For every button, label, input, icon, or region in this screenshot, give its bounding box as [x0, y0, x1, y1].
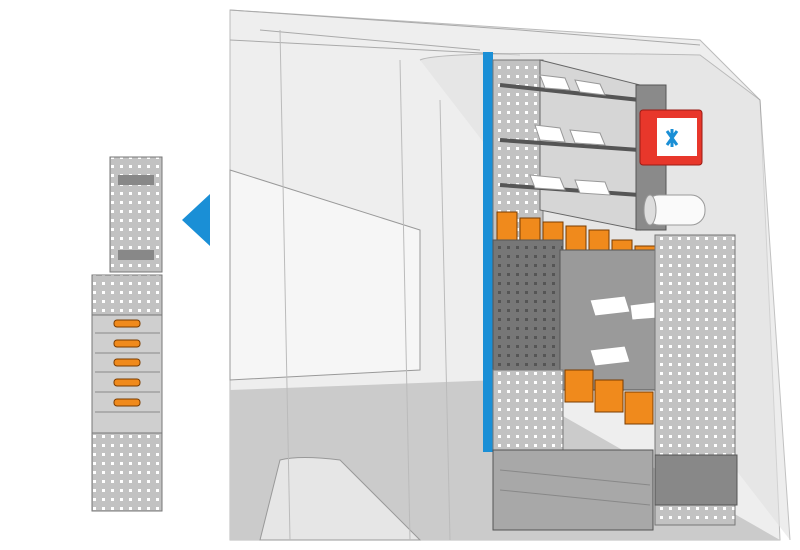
wheel-arch — [259, 457, 422, 541]
middle-dividers — [589, 295, 659, 367]
divider — [534, 124, 566, 143]
partition-highlight-bar — [483, 52, 493, 452]
shelf — [499, 183, 641, 197]
side-window — [229, 169, 421, 381]
drawer-module-detail — [91, 156, 163, 512]
case-box — [564, 369, 594, 403]
frame-lines — [279, 29, 451, 541]
drawer-handle — [113, 398, 141, 407]
divider — [589, 345, 631, 367]
first-aid-label — [657, 118, 697, 156]
case-box — [624, 391, 654, 425]
medical-star-icon — [665, 129, 679, 147]
drawer-line — [499, 469, 651, 486]
drawer-separators — [95, 332, 160, 413]
divider — [529, 174, 566, 191]
base-drawer — [492, 449, 654, 531]
first-aid-kit-icon — [639, 109, 703, 166]
top-module-bracket — [118, 175, 154, 185]
paper-roll-end — [643, 194, 657, 226]
divider — [629, 301, 659, 321]
divider — [574, 179, 611, 196]
drawer-handle — [113, 378, 141, 387]
arrow-left-icon — [182, 194, 210, 246]
lower-perforated-panel — [492, 369, 564, 451]
paper-roll-icon — [643, 194, 706, 226]
shelf-dividers — [529, 74, 611, 196]
middle-shelf-bay — [559, 249, 661, 391]
drawer-handle — [113, 339, 141, 348]
shelf — [499, 138, 641, 152]
small-bin — [496, 211, 518, 241]
divider — [589, 295, 631, 317]
dark-perforated-panel — [492, 239, 564, 371]
divider — [569, 129, 606, 146]
module-top-panel — [91, 274, 163, 316]
base-drawer-lines — [499, 469, 651, 506]
top-module-bracket — [118, 250, 154, 260]
drawer-line — [499, 489, 651, 506]
divider — [574, 79, 606, 96]
upper-shelves — [499, 83, 641, 197]
shelving-unit — [492, 59, 738, 531]
shelf — [499, 83, 641, 102]
drawer-handle — [113, 358, 141, 367]
drawer-handles — [113, 319, 141, 407]
drawer-stack — [91, 314, 163, 434]
module-base-panel — [91, 432, 163, 512]
roof-lines — [229, 9, 701, 56]
drawer-handle — [113, 319, 141, 328]
case-boxes — [564, 369, 654, 425]
divider — [539, 74, 571, 91]
case-box — [594, 379, 624, 413]
bottom-tray — [654, 454, 738, 506]
